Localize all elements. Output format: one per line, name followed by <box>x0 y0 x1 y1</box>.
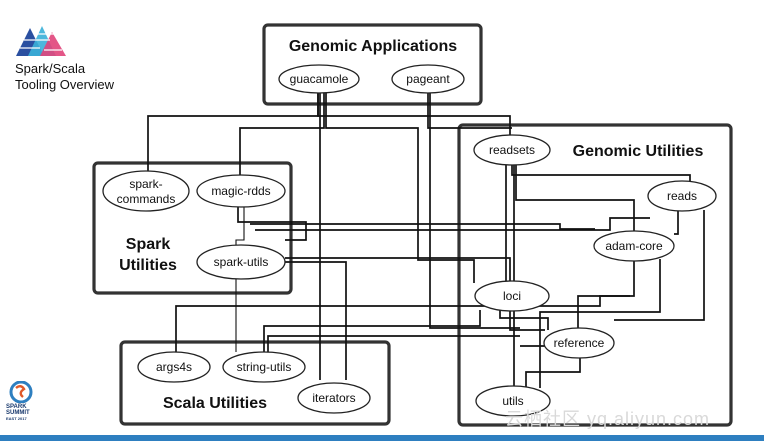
node-magic-rdds-label: magic-rdds <box>211 184 270 198</box>
watermark: 云栖社区 yq.aliyun.com <box>505 409 711 429</box>
node-spark-commands-label-1: spark- <box>129 177 162 191</box>
node-reads-label: reads <box>667 189 697 203</box>
edge-genomic-args4s <box>175 295 630 352</box>
node-reads: reads <box>647 180 717 212</box>
edge-loci-reference <box>499 310 549 330</box>
bottom-accent-bar <box>0 435 764 441</box>
scala-utilities-title: Scala Utilities <box>163 395 267 412</box>
node-spark-commands: spark- commands <box>102 170 190 212</box>
edge-pageant-readsets <box>427 92 512 129</box>
edge-loci-string-utils <box>263 310 481 352</box>
node-spark-commands-label-2: commands <box>117 192 176 206</box>
node-spark-utils-label: spark-utils <box>214 255 269 269</box>
edge-reference-utils <box>525 357 581 388</box>
edge-spark-utils-iterators <box>285 261 347 380</box>
node-readsets-label: readsets <box>489 143 535 157</box>
genomic-utilities-title: Genomic Utilities <box>573 143 704 160</box>
node-pageant-label: pageant <box>406 72 450 86</box>
node-magic-rdds: magic-rdds <box>196 174 286 208</box>
slide-subtitle: Spark/Scala Tooling Overview <box>15 61 114 93</box>
edge-guacamole-loci <box>325 92 475 283</box>
edge-adam-core-utils <box>539 259 661 388</box>
node-reference-label: reference <box>554 336 605 350</box>
edge-pageant-scala <box>429 92 520 329</box>
edge-guacamole-magic-rdds <box>239 92 325 176</box>
node-args4s: args4s <box>137 351 211 383</box>
mountain-logo-icon <box>16 26 66 56</box>
node-utils: utils <box>475 385 551 417</box>
subtitle-line-2: Tooling Overview <box>15 77 114 92</box>
edge-readsets-reads <box>511 165 691 184</box>
edge-magic-rdds-args4s <box>235 206 245 352</box>
spark-utilities-title-line-1: Spark <box>126 236 171 253</box>
node-adam-core: adam-core <box>593 230 675 262</box>
edge-readsets-adam-core <box>515 165 635 233</box>
summit-line-3: EAST 2017 <box>6 416 27 421</box>
node-reference: reference <box>543 327 615 359</box>
node-loci: loci <box>474 280 550 312</box>
spark-summit-logo-icon <box>9 381 33 403</box>
node-string-utils: string-utils <box>222 351 306 383</box>
edge-reads-adam-core <box>674 210 679 235</box>
node-iterators-label: iterators <box>312 391 355 405</box>
summit-line-2: SUMMIT <box>6 410 30 416</box>
edge-genomic-string-utils <box>267 335 520 352</box>
edge-reads-reference <box>614 210 705 321</box>
node-guacamole-label: guacamole <box>290 72 349 86</box>
node-iterators: iterators <box>297 382 371 414</box>
spark-summit-wordmark: SPARK SUMMIT EAST 2017 <box>6 404 30 422</box>
node-guacamole: guacamole <box>278 64 360 94</box>
summit-line-1: SPARK <box>6 404 27 410</box>
subtitle-line-1: Spark/Scala <box>15 61 86 76</box>
node-readsets: readsets <box>473 134 551 166</box>
node-pageant: pageant <box>391 64 465 94</box>
genomic-utilities-box <box>457 123 733 427</box>
edge-magic-rdds-spark-utils <box>237 206 307 241</box>
node-args4s-label: args4s <box>156 360 192 374</box>
node-spark-utils: spark-utils <box>196 244 286 280</box>
node-string-utils-label: string-utils <box>237 360 292 374</box>
dependency-edges <box>147 92 705 388</box>
node-utils-label: utils <box>502 394 523 408</box>
spark-utilities-title-line-2: Utilities <box>119 257 177 274</box>
genomic-applications-box <box>262 23 483 106</box>
node-adam-core-label: adam-core <box>605 239 663 253</box>
node-loci-label: loci <box>503 289 521 303</box>
edge-magic-rdds-reads <box>255 217 650 231</box>
genomic-applications-title: Genomic Applications <box>289 38 457 55</box>
edge-magic-rdds-adam-core <box>250 223 595 230</box>
